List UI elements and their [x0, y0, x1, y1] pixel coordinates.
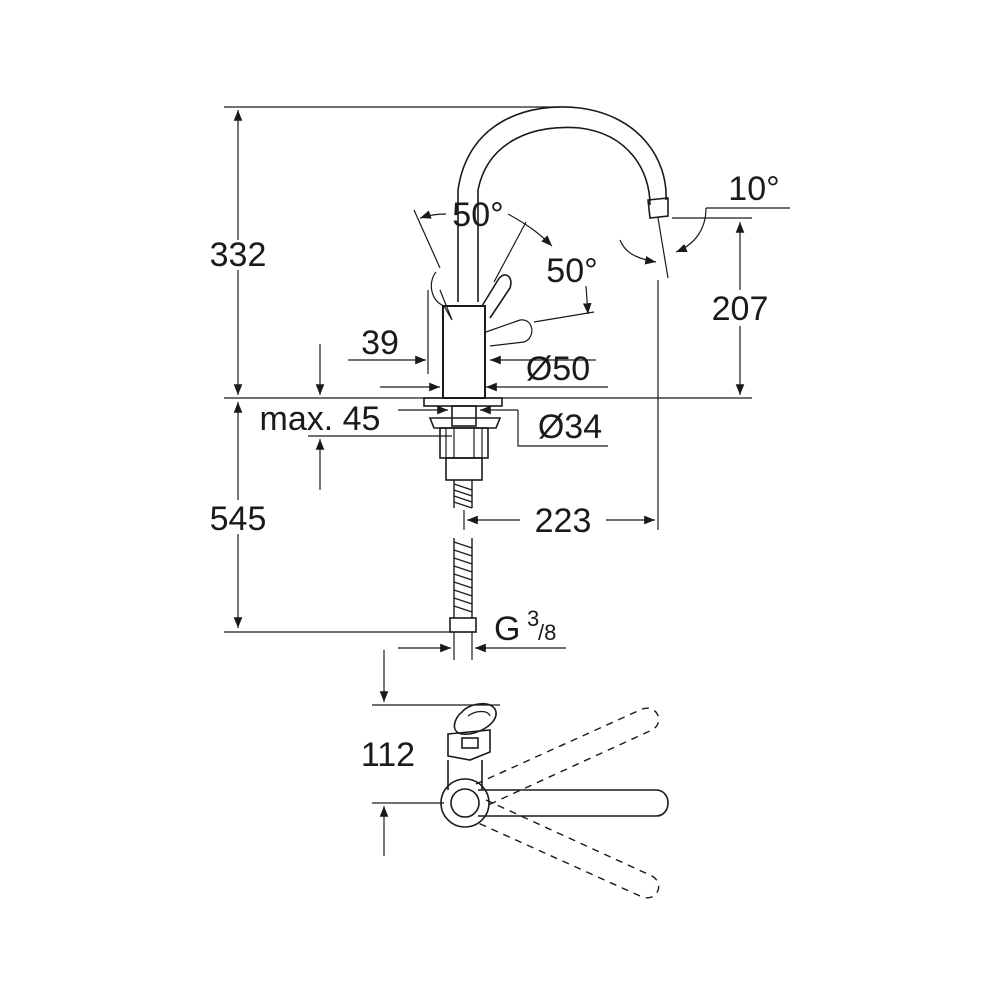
- dim-handle-angles: 50° 50°: [413, 196, 598, 323]
- handle-angle-right-label: 50°: [546, 252, 597, 290]
- plan-spout-ghost-down: [475, 799, 660, 899]
- shank: [451, 405, 477, 427]
- faucet-front-view: [423, 106, 669, 633]
- supply-hose-upper: [453, 480, 473, 509]
- dim-total-height: 332: [210, 106, 668, 399]
- supply-hose-lower: [453, 538, 473, 618]
- faucet-plan-view: 112: [361, 650, 669, 899]
- aerator: [647, 197, 669, 219]
- handle-ghost-left: [430, 271, 453, 321]
- plan-spout-ghost-up: [475, 707, 660, 807]
- fixing-block: [439, 427, 489, 459]
- spout-arc: [457, 106, 667, 201]
- handle-angle-left-label: 50°: [452, 196, 503, 234]
- spout-reach-label: 223: [535, 502, 592, 540]
- dim-hole-diameter: Ø34: [398, 405, 608, 447]
- dim-handle-clearance: 39: [348, 290, 429, 374]
- hole-diameter-label: Ø34: [538, 408, 602, 446]
- plan-base-circle: [440, 778, 490, 828]
- hose-connector: [449, 617, 477, 633]
- connection-fraction-num: 3: [527, 606, 539, 631]
- base-plate: [423, 397, 503, 407]
- faucet-body: [442, 305, 486, 399]
- plan-handle-body: [447, 729, 491, 761]
- counter-thickness-label: max. 45: [260, 400, 381, 438]
- plan-depth-label: 112: [361, 736, 415, 774]
- handle-clearance-label: 39: [361, 324, 399, 362]
- plan-spout-straight: [478, 789, 669, 817]
- dim-below-counter: 545: [210, 402, 452, 633]
- dim-spout-tilt: 10°: [619, 170, 780, 279]
- spout-arc-inner: [477, 126, 651, 206]
- spout-height-label: 207: [712, 290, 769, 328]
- plan-handle-top: [453, 702, 497, 735]
- base-diameter-label: Ø50: [526, 350, 590, 388]
- connection-thread-label: G: [494, 610, 520, 648]
- dim-spout-reach: 223: [463, 280, 659, 540]
- dim-counter-thickness: max. 45: [260, 344, 452, 490]
- total-height-label: 332: [210, 236, 267, 274]
- handle-center: [481, 274, 512, 319]
- connection-fraction-den: /8: [538, 620, 556, 645]
- mounting-nut: [428, 417, 502, 429]
- spout-tilt-label: 10°: [728, 170, 779, 208]
- dim-base-diameter: Ø50: [380, 350, 608, 398]
- handle-ghost-right: [485, 319, 533, 347]
- dim-spout-height: 207: [668, 207, 790, 399]
- below-counter-label: 545: [210, 500, 267, 538]
- dim-connection-thread: G 3 /8: [398, 606, 566, 660]
